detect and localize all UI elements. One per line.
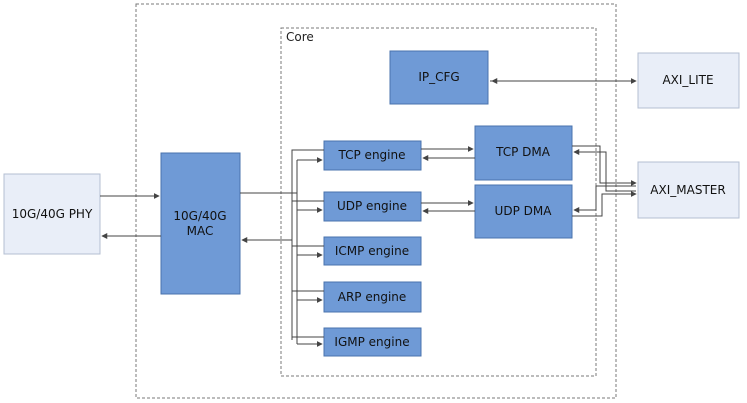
svg-text:MAC: MAC xyxy=(187,224,214,238)
svg-text:10G/40G: 10G/40G xyxy=(173,209,226,223)
svg-text:ICMP engine: ICMP engine xyxy=(335,244,409,258)
svg-text:IGMP engine: IGMP engine xyxy=(334,335,409,349)
mac-block: 10G/40G MAC xyxy=(160,152,241,295)
arp-engine-block: ARP engine xyxy=(323,281,422,313)
svg-text:AXI_LITE: AXI_LITE xyxy=(662,73,713,87)
svg-text:TCP engine: TCP engine xyxy=(338,148,406,162)
svg-text:UDP engine: UDP engine xyxy=(337,199,407,213)
svg-text:UDP DMA: UDP DMA xyxy=(495,204,553,218)
ip-cfg-block: IP_CFG xyxy=(389,50,489,105)
svg-text:IP_CFG: IP_CFG xyxy=(418,70,459,84)
svg-text:TCP DMA: TCP DMA xyxy=(495,145,551,159)
phy-block: 10G/40G PHY xyxy=(3,173,101,255)
axi-master-block: AXI_MASTER xyxy=(637,161,740,219)
udp-dma-block: UDP DMA xyxy=(474,184,573,239)
mac-tx-bus xyxy=(241,149,324,340)
icmp-engine-block: ICMP engine xyxy=(323,236,422,266)
svg-text:ARP engine: ARP engine xyxy=(338,290,407,304)
core-label: Core xyxy=(286,30,314,44)
svg-text:10G/40G PHY: 10G/40G PHY xyxy=(12,207,93,221)
tcp-engine-block: TCP engine xyxy=(323,140,422,171)
udp-engine-block: UDP engine xyxy=(323,191,422,222)
mac-rx-bus xyxy=(240,157,323,347)
axi-lite-block: AXI_LITE xyxy=(637,52,740,109)
svg-text:AXI_MASTER: AXI_MASTER xyxy=(650,183,725,197)
tcp-dma-block: TCP DMA xyxy=(474,125,573,181)
outer-frame xyxy=(135,3,617,399)
core-frame xyxy=(280,27,597,377)
igmp-engine-block: IGMP engine xyxy=(323,327,422,357)
dma-axi-master-links xyxy=(572,145,637,217)
